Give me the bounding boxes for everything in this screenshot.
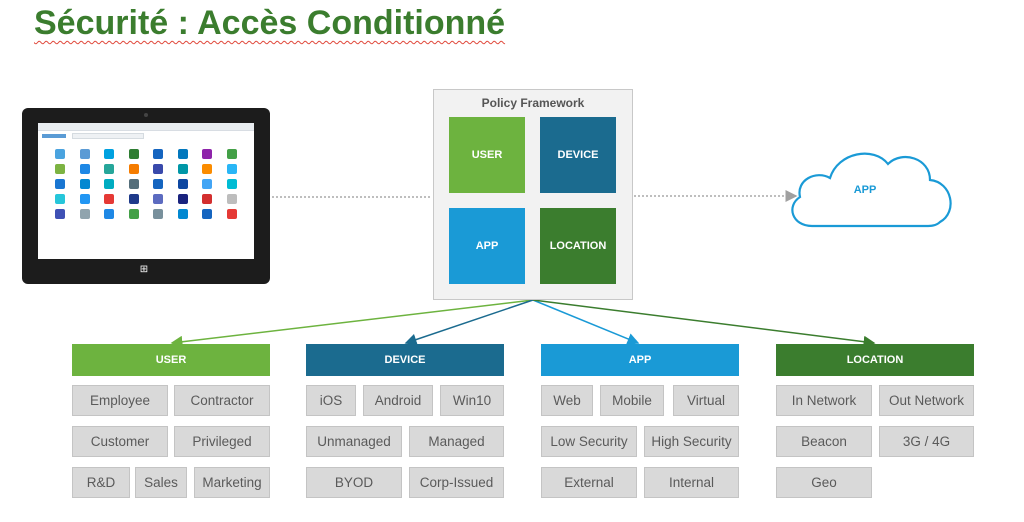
branch-user — [170, 299, 534, 348]
app-icon — [226, 179, 237, 189]
app-icon — [177, 164, 188, 174]
screen-search — [72, 133, 144, 139]
app-icon — [79, 149, 90, 159]
app-icon — [128, 149, 139, 159]
app-icon — [128, 164, 139, 174]
cloud-app-label: APP — [853, 184, 877, 196]
chip-marketing: Marketing — [194, 467, 270, 498]
chip-contractor: Contractor — [174, 385, 270, 416]
chip-virtual: Virtual — [673, 385, 739, 416]
chip-android: Android — [363, 385, 433, 416]
chip-byod: BYOD — [306, 467, 402, 498]
app-icon — [128, 194, 139, 204]
app-icon — [55, 179, 66, 189]
chip-geo: Geo — [776, 467, 872, 498]
chip-3g-4g: 3G / 4G — [879, 426, 974, 457]
app-icon — [153, 179, 164, 189]
chip-employee: Employee — [72, 385, 168, 416]
chip-corp-issued: Corp-Issued — [409, 467, 504, 498]
app-icon — [153, 149, 164, 159]
app-icon — [202, 209, 213, 219]
chip-managed: Managed — [409, 426, 504, 457]
chip-unmanaged: Unmanaged — [306, 426, 402, 457]
app-icon — [79, 179, 90, 189]
app-icon — [177, 194, 188, 204]
app-icon — [177, 209, 188, 219]
app-icon — [128, 209, 139, 219]
policy-user-box: USER — [449, 117, 525, 193]
policy-framework: Policy Framework USER DEVICE APP LOCATIO… — [433, 89, 633, 300]
policy-app-box: APP — [449, 208, 525, 284]
chip-customer: Customer — [72, 426, 168, 457]
app-icon — [226, 149, 237, 159]
chip-mobile: Mobile — [600, 385, 664, 416]
category-header-app: APP — [541, 344, 739, 376]
windows-logo-icon: ⊞ — [139, 264, 149, 275]
app-icon — [55, 194, 66, 204]
chip-sales: Sales — [135, 467, 187, 498]
app-icon — [177, 179, 188, 189]
policy-device-box: DEVICE — [540, 117, 616, 193]
chip-out-network: Out Network — [879, 385, 974, 416]
app-icon — [55, 164, 66, 174]
screen-logo — [42, 134, 66, 138]
policy-title: Policy Framework — [481, 96, 585, 110]
app-icon — [128, 179, 139, 189]
chip-rnd: R&D — [72, 467, 130, 498]
app-icon — [226, 164, 237, 174]
app-icon — [202, 149, 213, 159]
chip-low-security: Low Security — [541, 426, 637, 457]
chip-web: Web — [541, 385, 593, 416]
app-icon — [153, 209, 164, 219]
app-icon — [226, 209, 237, 219]
chip-beacon: Beacon — [776, 426, 872, 457]
app-icon — [104, 164, 115, 174]
app-icon — [202, 164, 213, 174]
chip-high-security: High Security — [644, 426, 739, 457]
app-icon — [104, 179, 115, 189]
chip-win10: Win10 — [440, 385, 504, 416]
app-icon — [202, 194, 213, 204]
tablet-device: ⊞ — [22, 108, 270, 284]
branch-device — [404, 299, 534, 346]
chip-ios: iOS — [306, 385, 356, 416]
app-icon — [104, 209, 115, 219]
chip-external: External — [541, 467, 637, 498]
chip-internal: Internal — [644, 467, 739, 498]
category-header-device: DEVICE — [306, 344, 504, 376]
tablet-screen — [38, 123, 254, 259]
app-icon — [79, 194, 90, 204]
category-header-location: LOCATION — [776, 344, 974, 376]
app-icon — [153, 164, 164, 174]
policy-location-box: LOCATION — [540, 208, 616, 284]
app-icon — [104, 149, 115, 159]
app-icon — [55, 149, 66, 159]
app-icon — [226, 194, 237, 204]
screen-titlebar — [38, 123, 254, 131]
app-icon — [104, 194, 115, 204]
tablet-camera — [144, 113, 148, 117]
branch-location — [532, 299, 876, 348]
screen-toolbar — [38, 131, 254, 141]
app-icon — [55, 209, 66, 219]
chip-in-network: In Network — [776, 385, 872, 416]
category-header-user: USER — [72, 344, 270, 376]
app-icon — [79, 209, 90, 219]
app-icon — [79, 164, 90, 174]
page-title: Sécurité : Accès Conditionné — [34, 4, 506, 42]
branch-app — [532, 299, 640, 345]
chip-privileged: Privileged — [174, 426, 270, 457]
cloud-icon — [791, 152, 952, 228]
app-icon — [153, 194, 164, 204]
app-icon — [202, 179, 213, 189]
app-icon — [177, 149, 188, 159]
app-icon-grid — [38, 141, 254, 219]
